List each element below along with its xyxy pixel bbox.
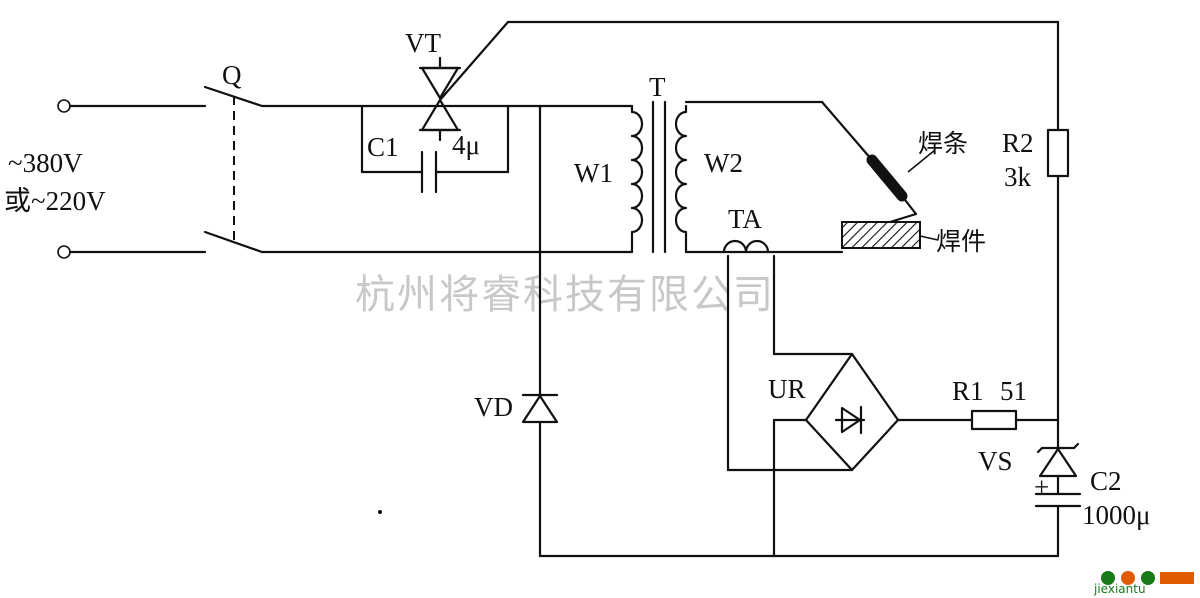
secondary-winding-label: W2 (704, 148, 743, 178)
diode-label: VD (474, 392, 513, 422)
triac-label: VT (405, 28, 441, 58)
c2-plus-label: + (1034, 472, 1049, 502)
c2-label: C2 (1090, 466, 1122, 496)
diode-vd (521, 393, 559, 424)
c1-network (360, 104, 510, 194)
site-logo: jiexiantu (1088, 566, 1198, 596)
c1-label: C1 (367, 132, 399, 162)
c1-value-label: 4μ (452, 130, 480, 160)
stray-dot (378, 510, 382, 514)
supply-voltage-alt-label: 或~220V (4, 186, 106, 216)
r1-label: R1 (952, 376, 984, 406)
bridge-label: UR (768, 374, 806, 404)
r2-value-label: 3k (1004, 162, 1032, 192)
electrode (866, 149, 936, 216)
c2-value-label: 1000μ (1082, 500, 1150, 530)
switch-q (203, 85, 264, 254)
current-transformer-label: TA (728, 204, 762, 234)
capacitor-c2 (1034, 492, 1082, 558)
workpiece-label: 焊件 (936, 227, 986, 256)
transformer-label: T (649, 72, 666, 102)
workpiece (841, 212, 939, 249)
zener-label: VS (978, 446, 1013, 476)
logo-text: jiexiantu (1093, 582, 1146, 596)
triac-vt (418, 20, 510, 142)
supply-terminals (57, 99, 207, 259)
primary-winding-label: W1 (574, 158, 613, 188)
electrode-label: 焊条 (918, 129, 968, 158)
zener-vs (1036, 418, 1080, 496)
current-transformer-ta (722, 239, 776, 472)
supply-voltage-label: ~380V (8, 148, 83, 178)
resistor-r2 (1046, 128, 1070, 178)
watermark-text: 杭州将睿科技有限公司 (355, 272, 775, 318)
switch-label: Q (222, 60, 242, 90)
r1-value-label: 51 (1000, 376, 1027, 406)
resistor-r1 (970, 409, 1018, 431)
transformer-t (630, 100, 688, 254)
bridge-rectifier-ur (726, 352, 974, 558)
r2-label: R2 (1002, 128, 1034, 158)
